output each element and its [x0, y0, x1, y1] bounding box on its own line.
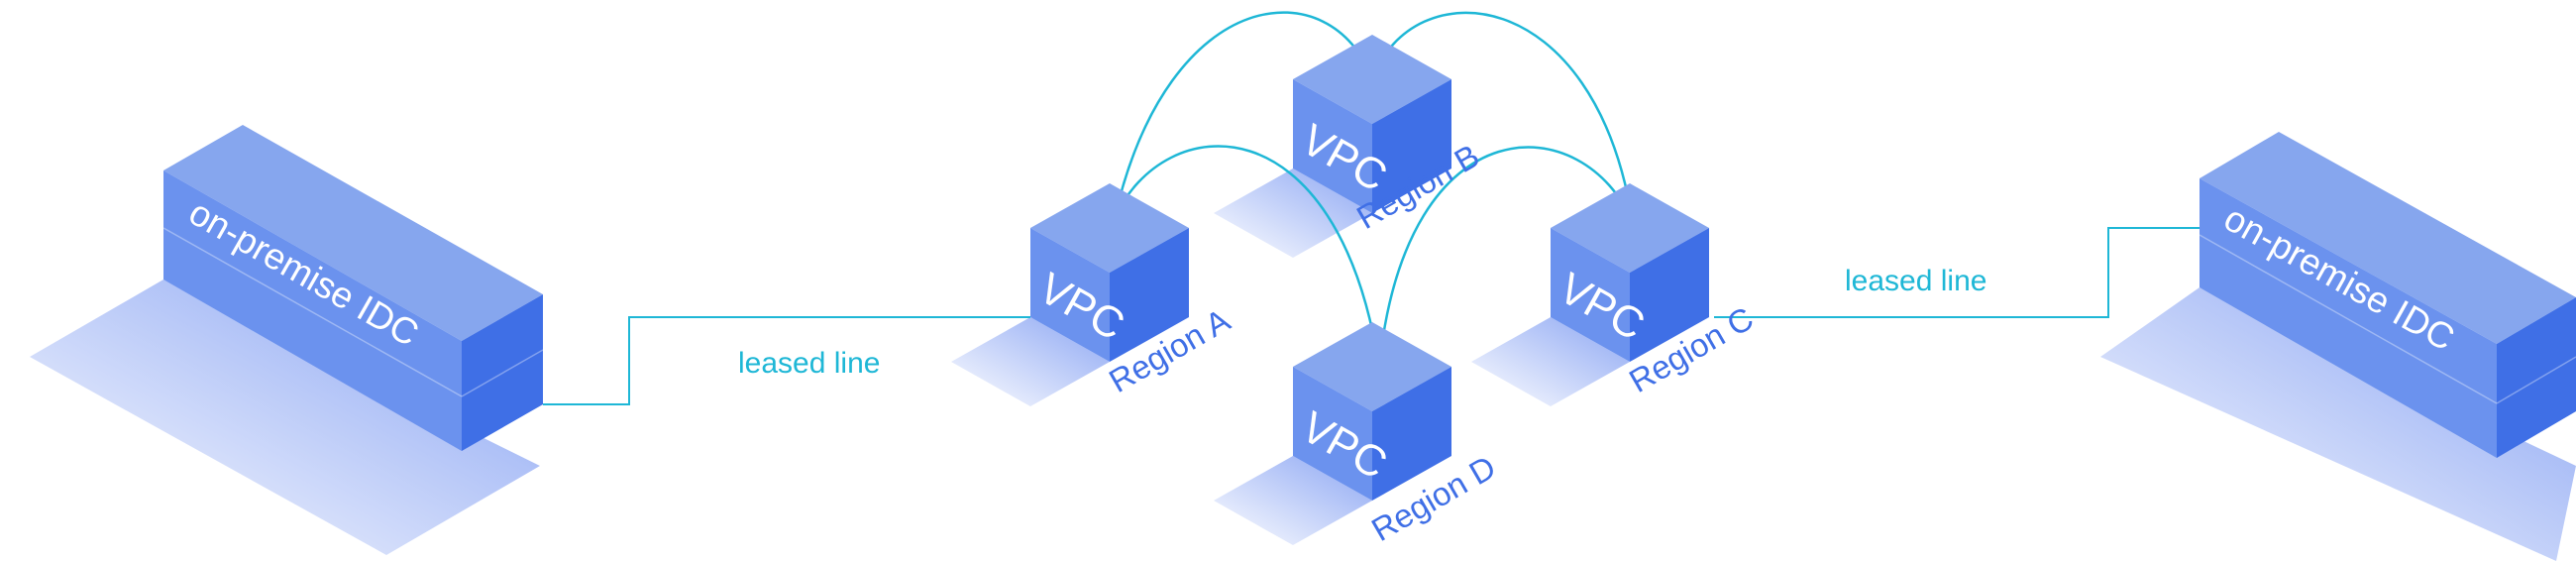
vpc-region-d: VPC Region D: [1293, 322, 1502, 548]
idc-left: on-premise IDC: [162, 125, 544, 451]
vpc-a-left-face: [1030, 228, 1110, 362]
idc-right-divider: [2199, 234, 2498, 404]
idc-right-side-face: [2497, 297, 2576, 458]
vpc-c-right-face: [1630, 228, 1709, 362]
leased-line-right-label: leased line: [1845, 265, 1986, 297]
leased-line-left-label: leased line: [738, 347, 880, 380]
idc-right-side-divider: [2496, 356, 2576, 404]
idc-right: on-premise IDC: [2199, 132, 2576, 458]
vpc-region-a: VPC Region A: [1030, 183, 1235, 399]
idc-left-front-face: [163, 170, 462, 451]
vpc-d-left-face: [1293, 367, 1372, 501]
leased-line-left-connector: [543, 316, 1030, 405]
peering-arc-a-d: [1113, 145, 1381, 368]
vpc-b-right-face: [1372, 79, 1451, 213]
idc-right-shadow: [2100, 287, 2576, 561]
vpc-c-left-face: [1551, 228, 1630, 362]
idc-right-top-face: [2200, 132, 2576, 344]
idc-left-shadow: [30, 280, 540, 555]
idc-left-side-face: [462, 294, 543, 451]
idc-right-front-face: [2200, 178, 2497, 458]
idc-left-top-face: [163, 125, 543, 341]
peering-arc-a-b: [1113, 11, 1374, 219]
vpc-d-right-face: [1372, 367, 1451, 501]
idc-left-divider: [162, 227, 463, 397]
vpc-a-right-face: [1110, 228, 1189, 362]
peering-arc-d-c: [1377, 146, 1635, 368]
vpc-b-left-face: [1293, 79, 1372, 213]
leased-line-right-connector: [1714, 227, 2200, 318]
idc-left-side-divider: [461, 349, 544, 397]
peering-arc-b-c: [1370, 11, 1635, 224]
